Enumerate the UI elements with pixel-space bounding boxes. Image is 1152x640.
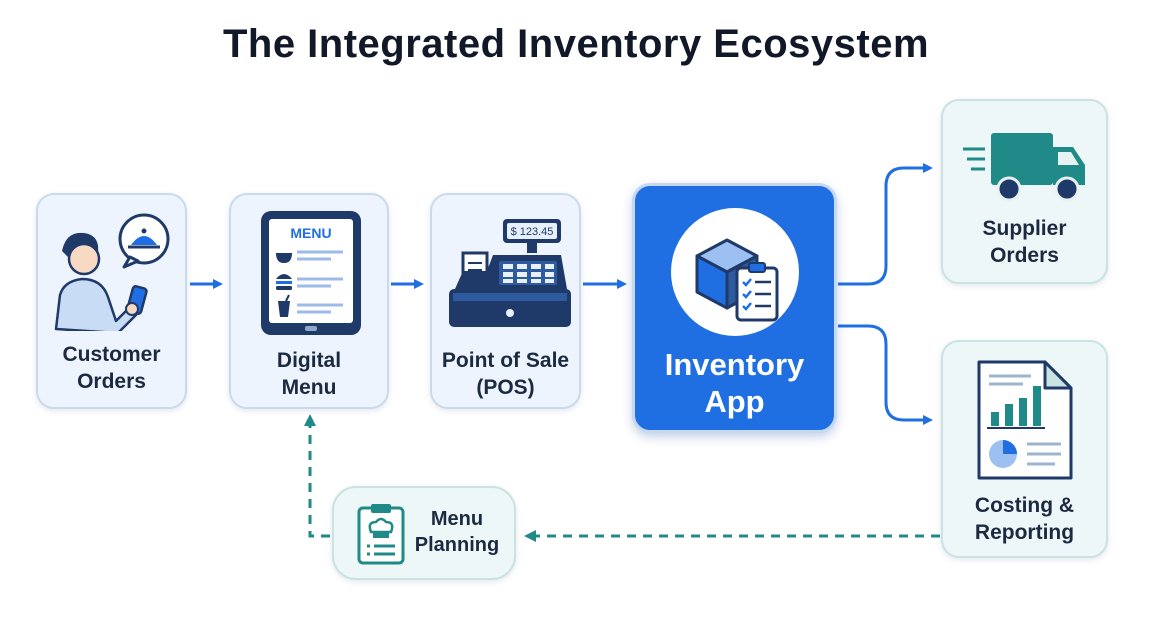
tablet-menu-text: MENU — [290, 225, 331, 241]
chef-clipboard-icon — [357, 504, 405, 565]
cash-register-icon: $ 123.45 — [449, 219, 571, 327]
node-digital-menu[interactable]: MENU Digital Menu — [229, 193, 389, 409]
node-inventory-app[interactable]: Inventory App — [632, 183, 837, 433]
node-costing-reporting[interactable]: Costing & Reporting — [941, 340, 1108, 558]
report-chart-icon — [977, 360, 1073, 480]
arrow-planning-to-menu — [304, 414, 330, 538]
pos-display-text: $ 123.45 — [511, 226, 554, 238]
inventory-app-label: Inventory App — [664, 347, 805, 419]
pos-label: Point of Sale (POS) — [441, 349, 570, 399]
customer-phone-icon — [54, 213, 170, 331]
arrow-inventory-to-supplier — [838, 163, 933, 286]
tablet-menu-icon: MENU — [261, 211, 361, 335]
arrow-inventory-to-costing — [838, 324, 933, 425]
customer-orders-label: Customer Orders — [62, 343, 161, 393]
diagram-title: The Integrated Inventory Ecosystem — [222, 22, 930, 66]
delivery-truck-icon — [963, 133, 1085, 202]
supplier-orders-label: Supplier Orders — [982, 217, 1067, 267]
node-menu-planning[interactable]: Menu Planning — [332, 486, 516, 580]
menu-planning-label: Menu Planning — [414, 508, 500, 556]
node-customer-orders[interactable]: Customer Orders — [36, 193, 187, 409]
node-pos[interactable]: $ 123.45 Point of Sale (POS) — [430, 193, 581, 409]
box-checklist-icon — [671, 208, 799, 336]
digital-menu-label: Digital Menu — [276, 349, 342, 399]
costing-reporting-label: Costing & Reporting — [974, 494, 1075, 544]
node-supplier-orders[interactable]: Supplier Orders — [941, 99, 1108, 284]
